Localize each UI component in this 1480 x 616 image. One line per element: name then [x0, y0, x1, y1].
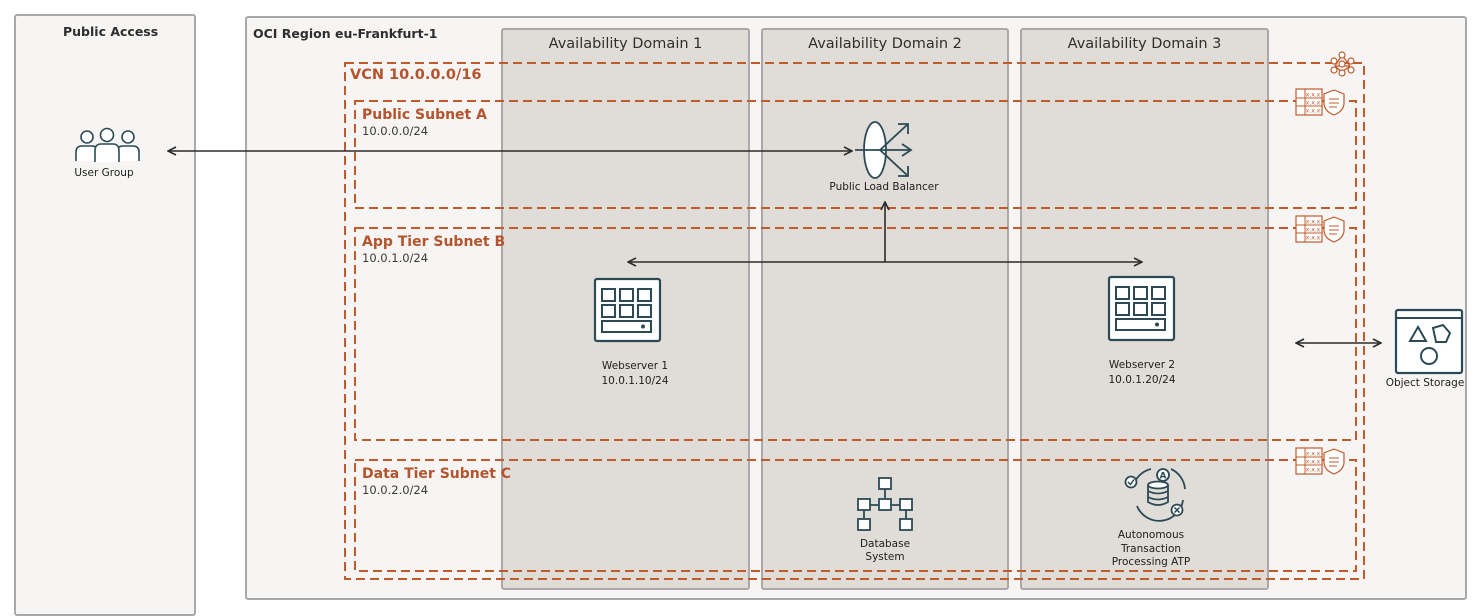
svg-text:x.x.x: x.x.x	[1306, 100, 1321, 107]
subnet-b-boundary	[354, 227, 1357, 441]
webserver-1-ip: 10.0.1.10/24	[601, 375, 669, 387]
autonomous-database-icon: A	[1124, 468, 1186, 522]
subnet-c-title: Data Tier Subnet C	[362, 466, 512, 482]
svg-text:x.x.x: x.x.x	[1306, 467, 1321, 474]
security-list-icon-b: x.x.x x.x.x x.x.x	[1295, 215, 1345, 243]
user-group-icon	[75, 127, 140, 162]
atp-label-line3: Processing ATP	[1111, 556, 1191, 568]
availability-domain-3	[1020, 28, 1269, 590]
svg-text:x.x.x: x.x.x	[1306, 92, 1321, 99]
vcn-boundary	[344, 62, 1365, 580]
public-access-container	[14, 14, 196, 616]
vcn-icon	[1330, 51, 1355, 77]
atp-label-line1: Autonomous	[1117, 529, 1185, 541]
object-storage-icon	[1394, 308, 1464, 375]
subnet-b-title: App Tier Subnet B	[362, 234, 506, 250]
database-system-icon	[857, 477, 913, 531]
atp-label-line2: Transaction	[1120, 543, 1182, 555]
load-balancer-icon	[855, 121, 913, 179]
ad2-title: Availability Domain 2	[808, 36, 962, 52]
user-group-label: User Group	[74, 167, 134, 179]
webserver-2-ip: 10.0.1.20/24	[1108, 374, 1176, 386]
security-list-icon-a: x.x.x x.x.x x.x.x	[1295, 88, 1345, 116]
vcn-title: VCN 10.0.0.0/16	[350, 67, 482, 83]
svg-text:x.x.x: x.x.x	[1306, 451, 1321, 458]
webserver-1-name: Webserver 1	[601, 360, 669, 372]
load-balancer-label: Public Load Balancer	[829, 181, 939, 193]
svg-text:x.x.x: x.x.x	[1306, 235, 1321, 242]
webserver-2-icon	[1107, 275, 1176, 342]
subnet-c-boundary	[354, 459, 1357, 572]
svg-text:x.x.x: x.x.x	[1306, 219, 1321, 226]
svg-text:x.x.x: x.x.x	[1306, 227, 1321, 234]
database-label-line2: System	[865, 551, 905, 563]
security-list-icon-c: x.x.x x.x.x x.x.x	[1295, 447, 1345, 475]
svg-text:x.x.x: x.x.x	[1306, 108, 1321, 115]
subnet-b-cidr: 10.0.1.0/24	[362, 251, 429, 265]
webserver-2-name: Webserver 2	[1108, 359, 1176, 371]
ad1-title: Availability Domain 1	[548, 36, 703, 52]
svg-text:A: A	[1160, 472, 1167, 482]
ad3-title: Availability Domain 3	[1067, 36, 1222, 52]
subnet-a-cidr: 10.0.0.0/24	[362, 124, 429, 138]
object-storage-label: Object Storage	[1385, 377, 1465, 389]
svg-text:x.x.x: x.x.x	[1306, 459, 1321, 466]
public-access-title: Public Access	[63, 24, 159, 39]
subnet-c-cidr: 10.0.2.0/24	[362, 483, 429, 497]
webserver-1-icon	[593, 277, 662, 343]
region-title: OCI Region eu-Frankfurt-1	[253, 26, 438, 41]
database-label-line1: Database	[859, 538, 911, 550]
subnet-a-title: Public Subnet A	[362, 107, 487, 123]
